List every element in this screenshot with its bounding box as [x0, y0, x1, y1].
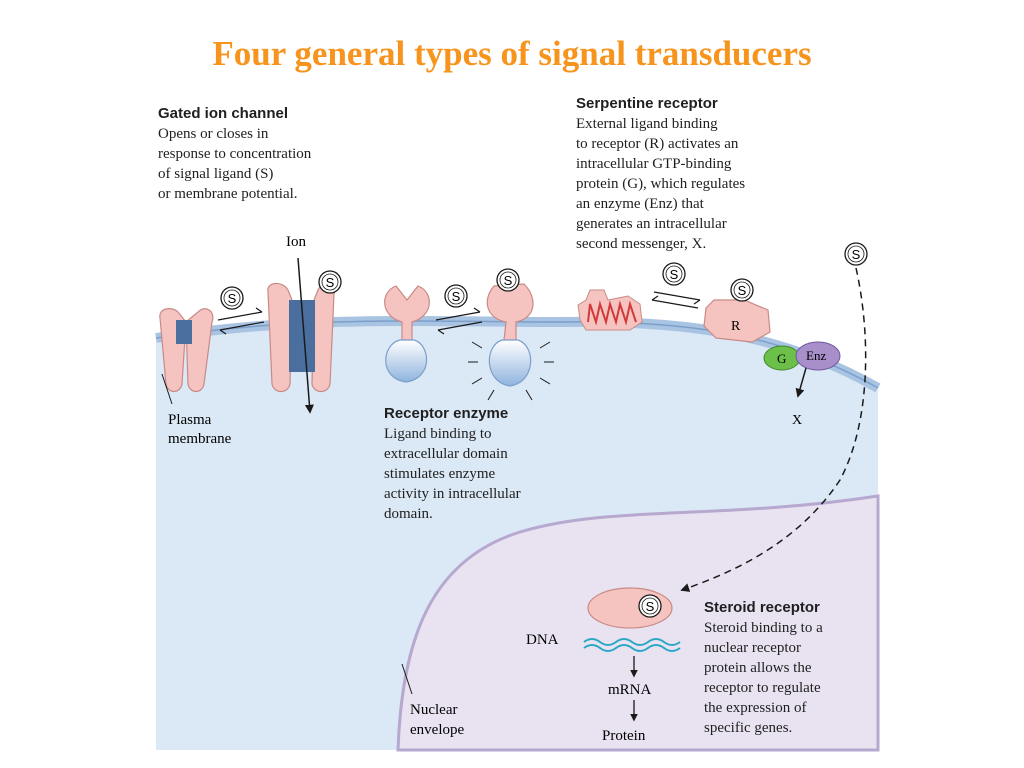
- slide-title: Four general types of signal transducers: [212, 34, 812, 73]
- receptor-enzyme-line-2: extracellular domain: [384, 446, 508, 462]
- serpentine-line-4: protein (G), which regulates: [576, 176, 746, 192]
- svg-text:S: S: [670, 267, 679, 282]
- serpentine-line-2: to receptor (R) activates an: [576, 136, 739, 152]
- gated-ion-channel-line-1: Opens or closes in: [158, 126, 269, 142]
- equilibrium-arrow-channel: [217, 307, 265, 335]
- gated-ion-channel-line-4: or membrane potential.: [158, 186, 298, 202]
- receptor-enzyme-line-5: domain.: [384, 506, 433, 522]
- serpentine-line-3: intracellular GTP-binding: [576, 156, 732, 172]
- nuclear-envelope-leader: [401, 663, 413, 695]
- x-label: X: [792, 413, 802, 428]
- steroid-receptor-heading: Steroid receptor: [704, 599, 820, 616]
- equilibrium-arrow-enzyme: [435, 307, 483, 335]
- dna-strand: [583, 638, 681, 652]
- mrna-label: mRNA: [608, 682, 652, 698]
- receptor-enzyme-description: Receptor enzyme Ligand binding to extrac…: [384, 404, 521, 524]
- receptor-enzyme-line-4: activity in intracellular: [384, 486, 521, 502]
- ligand-s-icon: S: [662, 262, 686, 286]
- svg-text:S: S: [326, 275, 335, 290]
- receptor-enzyme-line-3: stimulates enzyme: [384, 466, 496, 482]
- serpentine-receptor-active: [703, 299, 771, 343]
- steroid-path-arrow: [680, 267, 867, 592]
- serpentine-line-1: External ligand binding: [576, 116, 718, 132]
- receptor-enzyme-heading: Receptor enzyme: [384, 405, 509, 422]
- enz-label: Enz: [806, 348, 826, 363]
- ligand-s-icon: S: [638, 594, 662, 618]
- receptor-enzyme-line-1: Ligand binding to: [384, 426, 492, 442]
- ligand-s-icon: S: [444, 284, 468, 308]
- ion-label: Ion: [286, 234, 306, 250]
- steroid-line-5: the expression of: [704, 700, 807, 716]
- steroid-receptor-description: Steroid receptor Steroid binding to a nu…: [704, 598, 823, 738]
- plasma-membrane-leader: [161, 373, 173, 405]
- steroid-line-4: receptor to regulate: [704, 680, 821, 696]
- svg-text:S: S: [504, 273, 513, 288]
- svg-text:S: S: [738, 283, 747, 298]
- r-label: R: [731, 319, 741, 334]
- gated-ion-channel-line-2: response to concentration: [158, 146, 312, 162]
- svg-text:S: S: [852, 247, 861, 262]
- ligand-s-icon: S: [844, 242, 868, 266]
- steroid-line-6: specific genes.: [704, 720, 793, 736]
- svg-text:S: S: [452, 289, 461, 304]
- steroid-line-3: protein allows the: [704, 660, 812, 676]
- nuclear-envelope-label-2: envelope: [410, 722, 464, 738]
- ligand-s-icon: S: [496, 268, 520, 292]
- nuclear-envelope-label-1: Nuclear: [410, 702, 457, 718]
- gated-ion-channel-description: Gated ion channel Opens or closes in res…: [158, 104, 311, 204]
- serpentine-receptor-description: Serpentine receptor External ligand bind…: [576, 94, 745, 254]
- serpentine-line-5: an enzyme (Enz) that: [576, 196, 704, 212]
- receptor-enzyme-inactive: [384, 285, 430, 383]
- steroid-line-2: nuclear receptor: [704, 640, 802, 656]
- serpentine-line-6: generates an intracellular: [576, 216, 727, 232]
- serpentine-line-7: second messenger, X.: [576, 236, 707, 252]
- dna-label: DNA: [526, 632, 559, 648]
- gated-ion-channel-line-3: of signal ligand (S): [158, 166, 274, 182]
- protein-label: Protein: [602, 728, 646, 744]
- receptor-enzyme-active: [468, 283, 554, 401]
- ligand-s-icon: S: [318, 270, 342, 294]
- ligand-s-icon: S: [220, 286, 244, 310]
- serpentine-receptor-heading: Serpentine receptor: [576, 95, 718, 112]
- plasma-membrane-label-2: membrane: [168, 431, 232, 447]
- ion-channel-closed: [159, 308, 214, 393]
- plasma-membrane-label-1: Plasma: [168, 412, 212, 428]
- ligand-s-icon: S: [730, 278, 754, 302]
- svg-text:S: S: [646, 599, 655, 614]
- serpentine-receptor-inactive: [577, 289, 643, 331]
- svg-text:S: S: [228, 291, 237, 306]
- equilibrium-arrow-serpentine: [651, 291, 701, 309]
- steroid-line-1: Steroid binding to a: [704, 620, 823, 636]
- enzyme: [795, 341, 841, 371]
- gated-ion-channel-heading: Gated ion channel: [158, 105, 289, 122]
- g-label: G: [777, 351, 786, 366]
